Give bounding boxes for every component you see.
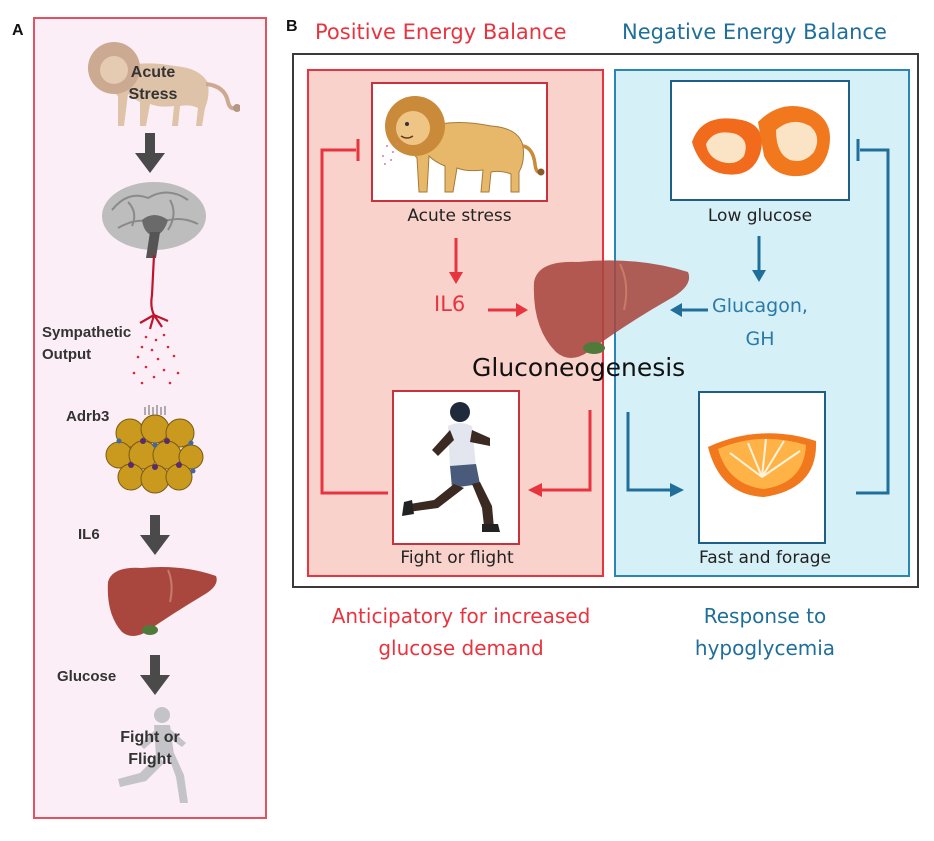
il6-label-b: IL6 xyxy=(434,292,466,316)
acute-stress-label-line: Stress xyxy=(128,86,178,103)
il6-label-a: IL6 xyxy=(78,526,100,543)
down-arrow-red xyxy=(449,238,463,284)
down-arrow-blue xyxy=(752,236,766,282)
negative-footer-line-2: hypoglycemia xyxy=(694,636,836,660)
brain-icon xyxy=(102,182,206,258)
lion-icon xyxy=(382,96,545,193)
negative-footer-line-1: Response to xyxy=(703,604,827,628)
fight-or-flight-caption: Fight or flight xyxy=(400,548,514,568)
negative-energy-heading: Negative Energy Balance xyxy=(622,20,887,44)
right-arrow-red xyxy=(488,303,528,317)
red-arrowhead xyxy=(528,483,542,497)
panel-a-letter: A xyxy=(12,22,24,39)
panel-b-frame xyxy=(292,53,919,588)
panel-b-letter: B xyxy=(286,18,298,35)
lion-icon xyxy=(88,42,240,126)
down-arrow-icon xyxy=(140,655,170,695)
blue-inhibitory-loop xyxy=(856,148,890,495)
down-arrow-icon xyxy=(135,133,165,173)
negative-footer: Response to hypoglycemia xyxy=(660,600,870,664)
positive-footer-line-2: glucose demand xyxy=(378,636,544,660)
fight-or-flight-line: Fight or xyxy=(120,729,180,746)
acute-stress-label-line: Acute xyxy=(130,64,176,81)
orange-peel-icon xyxy=(692,106,830,177)
fast-and-forage-caption: Fast and forage xyxy=(699,548,831,568)
fast-and-forage-image-box xyxy=(698,391,826,544)
sympathetic-output-line: Output xyxy=(42,346,92,363)
fight-or-flight-label-a: Fight or Flight xyxy=(105,727,195,771)
sympathetic-output-line: Sympathetic xyxy=(42,324,132,341)
down-arrow-icon xyxy=(140,515,170,555)
red-liver-to-runner xyxy=(540,410,592,492)
blue-liver-to-orange xyxy=(626,412,672,492)
acute-stress-image-box xyxy=(371,82,548,202)
fight-or-flight-line: Flight xyxy=(128,751,172,768)
acute-stress-label: Acute Stress xyxy=(108,62,198,106)
runner-icon xyxy=(118,707,188,803)
gh-label: GH xyxy=(745,328,775,350)
liver-icon xyxy=(107,567,217,636)
acute-stress-caption: Acute stress xyxy=(407,206,512,226)
runner-icon xyxy=(402,402,500,532)
sympathetic-output-label: Sympathetic Output xyxy=(42,322,131,366)
glucagon-gh-label: Glucagon, GH xyxy=(700,290,820,356)
orange-slice-icon xyxy=(708,433,817,497)
gluconeogenesis-label: Gluconeogenesis xyxy=(472,353,686,382)
red-inhibitory-loop xyxy=(320,148,388,495)
adipocyte-icon xyxy=(105,405,204,494)
glucagon-label: Glucagon, xyxy=(712,295,808,317)
glucose-label: Glucose xyxy=(57,668,117,685)
fight-or-flight-image-box xyxy=(392,390,520,545)
adrb3-label: Adrb3 xyxy=(66,408,110,425)
sympathetic-nerve-icon xyxy=(132,255,180,385)
positive-footer: Anticipatory for increased glucose deman… xyxy=(300,600,622,664)
low-glucose-caption: Low glucose xyxy=(707,206,813,226)
blue-arrowhead xyxy=(670,483,684,497)
positive-footer-line-1: Anticipatory for increased xyxy=(331,604,591,628)
left-arrow-blue xyxy=(670,303,708,317)
liver-icon xyxy=(533,260,690,358)
positive-energy-heading: Positive Energy Balance xyxy=(315,20,567,44)
low-glucose-image-box xyxy=(670,80,850,201)
